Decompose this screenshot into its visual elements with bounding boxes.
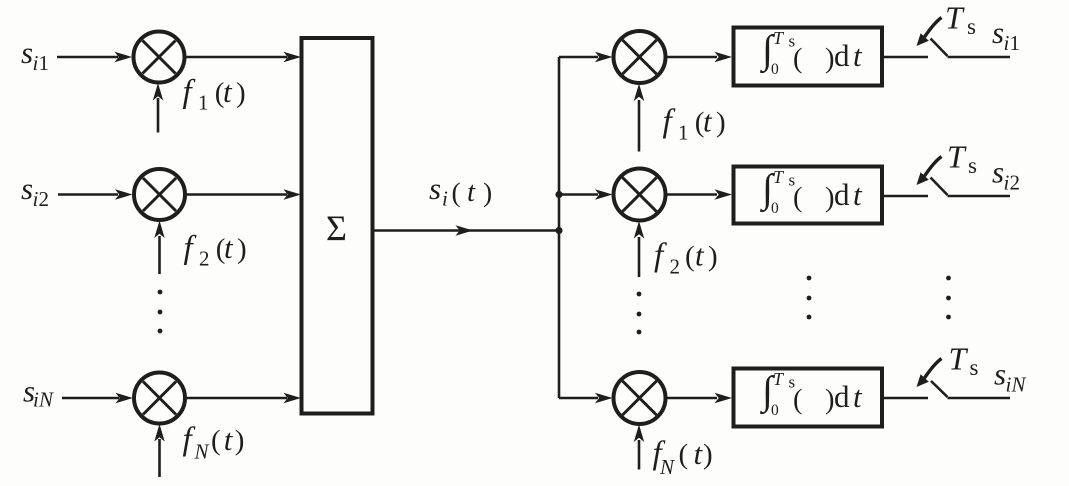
svg-text:t: t xyxy=(853,38,863,73)
svg-text:s: s xyxy=(992,15,1004,50)
svg-text:t: t xyxy=(695,238,705,273)
svg-text:i: i xyxy=(1004,31,1010,55)
svg-text:s: s xyxy=(21,35,33,70)
svg-text:s: s xyxy=(970,355,979,380)
svg-text:i: i xyxy=(33,187,39,211)
svg-text:t: t xyxy=(467,176,476,208)
svg-text:1: 1 xyxy=(1010,31,1021,55)
svg-text:∫: ∫ xyxy=(759,27,776,74)
svg-text:): ) xyxy=(825,43,835,74)
svg-text:(: ( xyxy=(679,439,689,471)
svg-text:T: T xyxy=(947,139,967,175)
svg-text:(: ( xyxy=(452,177,461,208)
svg-text:1: 1 xyxy=(39,51,50,75)
svg-text:i: i xyxy=(1006,373,1012,397)
svg-text:s: s xyxy=(789,32,796,51)
svg-text:i: i xyxy=(1004,171,1010,195)
svg-text:N: N xyxy=(194,440,210,464)
svg-text:t: t xyxy=(223,74,233,109)
svg-text:(: ( xyxy=(211,425,221,457)
svg-text:): ) xyxy=(483,177,492,208)
svg-text:): ) xyxy=(236,77,246,109)
svg-text:(: ( xyxy=(695,107,705,139)
svg-text:t: t xyxy=(224,422,234,457)
svg-text:2: 2 xyxy=(199,247,210,271)
svg-text:(: ( xyxy=(216,233,226,265)
svg-text:s: s xyxy=(968,153,977,178)
svg-text:): ) xyxy=(703,439,713,471)
svg-text:2: 2 xyxy=(670,255,681,279)
svg-text:i: i xyxy=(33,51,39,75)
svg-text:1: 1 xyxy=(198,91,209,115)
svg-text:i: i xyxy=(33,388,39,412)
svg-text:T: T xyxy=(945,0,965,36)
svg-text:): ) xyxy=(237,233,247,265)
svg-text:2: 2 xyxy=(39,187,50,211)
svg-text:s: s xyxy=(992,155,1004,190)
svg-text:T: T xyxy=(949,341,969,377)
svg-text:(: ( xyxy=(215,77,225,109)
svg-text:N: N xyxy=(1011,373,1027,397)
svg-text:1: 1 xyxy=(678,121,689,145)
svg-text:T: T xyxy=(773,28,785,48)
svg-text:s: s xyxy=(23,374,35,409)
svg-text:0: 0 xyxy=(771,61,779,78)
svg-text:t: t xyxy=(703,104,713,139)
svg-text:): ) xyxy=(235,425,245,457)
svg-text:t: t xyxy=(224,230,234,265)
svg-text:(: ( xyxy=(793,43,803,74)
svg-text:): ) xyxy=(716,107,726,139)
svg-text:(: ( xyxy=(685,241,695,273)
svg-text:d: d xyxy=(834,38,850,73)
svg-text:2: 2 xyxy=(1010,171,1021,195)
svg-text:t: t xyxy=(694,436,704,471)
svg-text:): ) xyxy=(708,241,718,273)
svg-text:N: N xyxy=(659,455,675,479)
svg-text:N: N xyxy=(38,388,54,412)
svg-text:s: s xyxy=(967,14,976,39)
svg-text:s: s xyxy=(21,171,33,206)
svg-text:Σ: Σ xyxy=(326,208,347,248)
svg-text:i: i xyxy=(442,187,448,211)
svg-text:s: s xyxy=(429,171,441,206)
svg-text:s: s xyxy=(994,357,1006,392)
